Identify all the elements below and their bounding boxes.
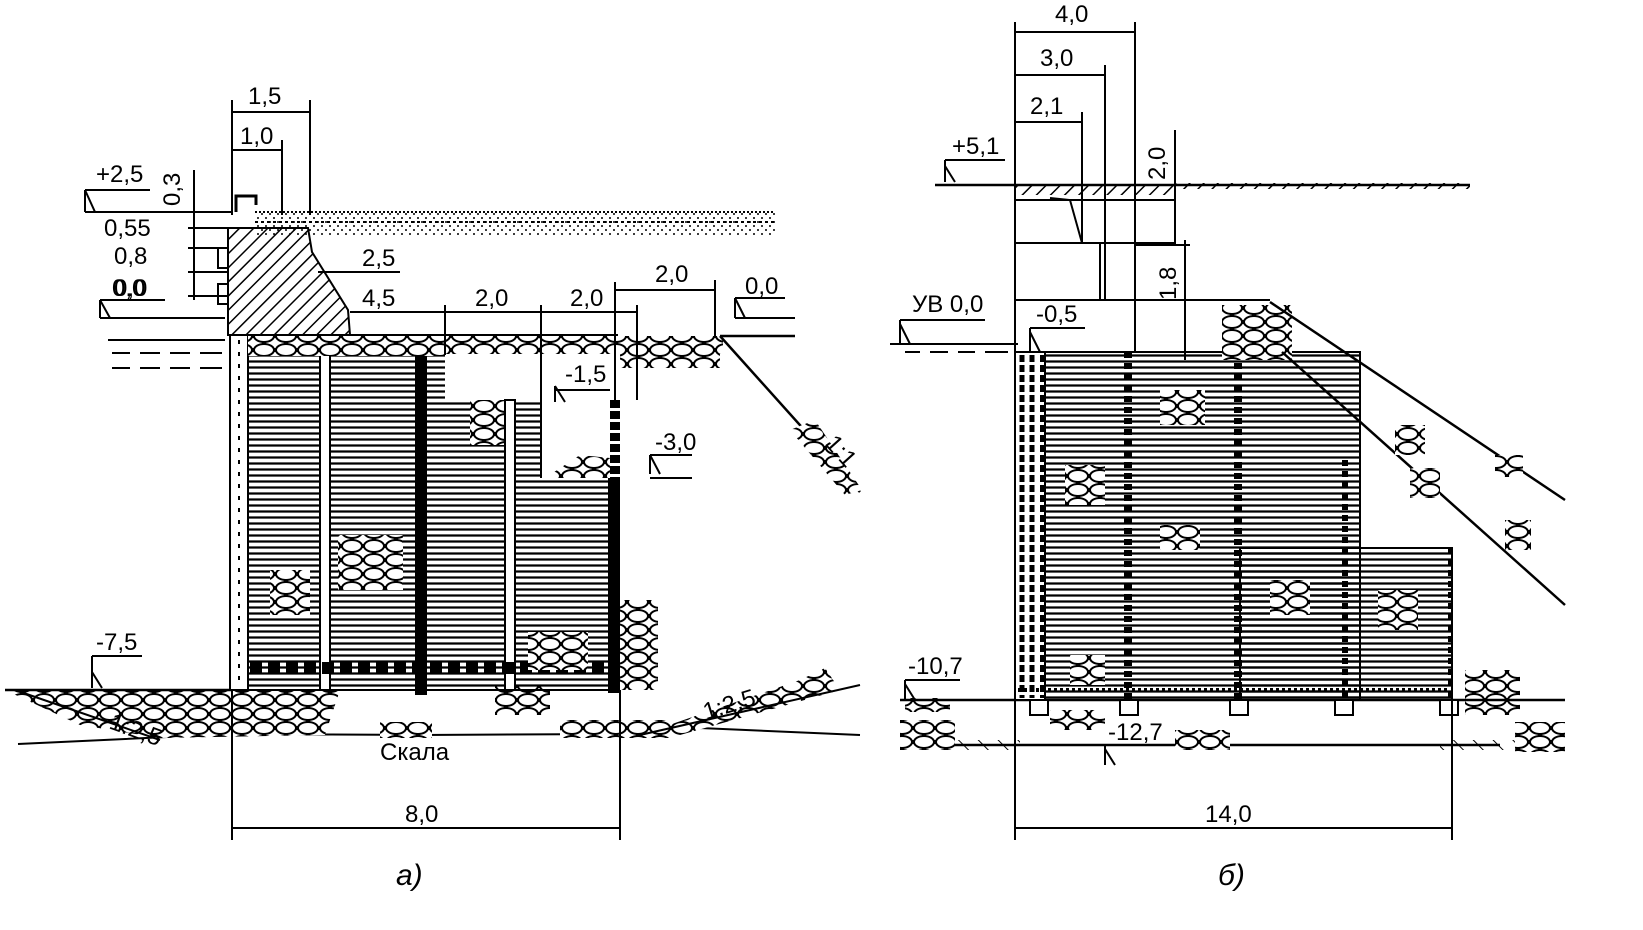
level-zero-left: 0,0: [112, 275, 145, 302]
caption-b: б): [1218, 859, 1245, 892]
level-uv-0-0: УВ 0,0: [912, 291, 983, 318]
dim-4-5: 4,5: [362, 285, 395, 312]
dim-0-3: 0,3: [159, 173, 186, 206]
top-stone-layer: [248, 336, 443, 356]
dim-3-0: 3,0: [1040, 45, 1073, 72]
concrete-superstructure: [227, 227, 352, 336]
dim-1-8: 1,8: [1155, 267, 1182, 300]
level-minus-12-7: -12,7: [1108, 719, 1163, 746]
superstructure-b: [1014, 190, 1270, 352]
dim-2-0-c: 2,0: [655, 261, 688, 288]
level-plus-2-5: +2,5: [96, 161, 143, 188]
dim-2-0-a: 2,0: [475, 285, 508, 312]
level-minus-10-7: -10,7: [908, 653, 963, 680]
dimension-lines-b: [1014, 22, 1453, 840]
dimension-lines: [188, 100, 716, 840]
dim-4-0: 4,0: [1055, 1, 1088, 28]
crib-post: [504, 399, 516, 691]
panel-a: Скала 1:2,5 1:2,5: [5, 83, 862, 892]
water-symbol: [108, 339, 225, 369]
dim-0-55: 0,55: [104, 215, 151, 242]
dim-2-5: 2,5: [362, 245, 395, 272]
backfill-sand: [255, 212, 775, 236]
dim-0-0: 0,0: [114, 275, 147, 302]
level-minus-0-5: -0,5: [1036, 301, 1077, 328]
stone-pile: [560, 720, 670, 738]
dim-1-5: 1,5: [248, 83, 281, 110]
rock-label: Скала: [380, 739, 450, 766]
dim-8-0: 8,0: [405, 801, 438, 828]
crib-post: [415, 335, 427, 695]
crib-post: [608, 478, 620, 693]
level-minus-3-0: -3,0: [655, 429, 696, 456]
level-minus-7-5: -7,5: [96, 629, 137, 656]
crib-post: [319, 334, 331, 691]
dim-1-0: 1,0: [240, 123, 273, 150]
water-symbol-b: [890, 343, 1018, 353]
level-zero-right: 0,0: [745, 273, 778, 300]
level-marker-b: [899, 159, 1160, 766]
level-plus-5-1: +5,1: [952, 133, 999, 160]
caption-a: а): [396, 859, 423, 892]
dim-2-0: 2,0: [1144, 147, 1171, 180]
dim-0-8: 0,8: [114, 243, 147, 270]
stone-pile: [380, 722, 432, 738]
right-toe-stones: [640, 668, 840, 735]
dim-14-0: 14,0: [1205, 801, 1252, 828]
level-minus-1-5: -1,5: [565, 361, 606, 388]
dim-2-0-b: 2,0: [570, 285, 603, 312]
panel-b: +5,1 УВ 0,0 -0,5 -10,7 -12,7 4,0 3,0 2,1…: [890, 1, 1566, 892]
base-stones-left: [5, 690, 340, 738]
dim-2-1: 2,1: [1030, 93, 1063, 120]
crib-sills: [1029, 699, 1459, 716]
